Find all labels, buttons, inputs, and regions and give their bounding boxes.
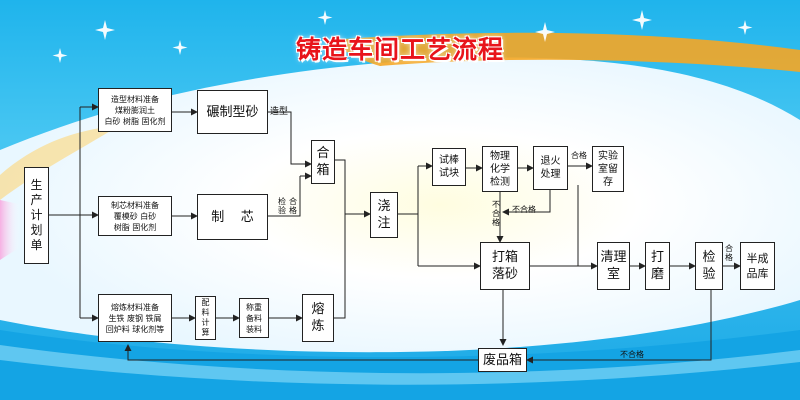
connector-scrap-recycle [124,344,478,361]
annealing-box: 退火 处理 [533,146,568,190]
pass-label-annealing: 合格 [571,151,587,160]
weighing-box: 称重 备料 装料 [239,298,269,338]
scrap-bin-box: 废品箱 [478,348,527,372]
test-bar-box: 试棒 试块 [432,148,466,186]
molding-materials-label: 造型材料准备 煤粉膨润土 白砂 树脂 固化剂 [104,94,166,126]
phys-chem-test-label: 物理 化学 检测 [490,150,510,188]
phys-chem-test-box: 物理 化学 检测 [482,146,518,192]
cleaning-room-label: 清理 室 [600,250,627,282]
unqualified-label-bottom: 不合格 [620,350,644,359]
scrap-bin-label: 废品箱 [482,352,522,368]
batching-box: 配 料 计 算 [195,296,216,340]
grinding-box: 打 磨 [645,242,670,290]
pass-label-core: 合 格 [289,197,297,215]
core-making-label: 制 芯 [211,209,254,225]
mold-closing-box: 合 箱 [311,140,335,184]
semi-finished-store-box: 半成 品库 [740,242,775,290]
mold-making-box: 碾制型砂 [197,90,268,134]
connector-annealing-reject [502,190,551,216]
core-materials-box: 制芯材料准备 覆模砂 白砂 树脂 固化剂 [98,196,172,236]
weighing-label: 称重 备料 装料 [246,302,262,334]
pouring-box: 浇 注 [370,192,398,238]
lab-retention-label: 实验 室留 存 [598,150,618,188]
melting-materials-box: 熔炼材料准备 生铁 废钢 铁屑 回炉料 球化剂等 [98,294,172,342]
unqualified-label-annealing: 不合格 [512,205,536,214]
cleaning-room-box: 清理 室 [597,242,630,290]
batching-label: 配 料 计 算 [201,298,210,337]
inspection-box: 检 验 [695,242,723,290]
connector-mold-to-closing [268,111,312,168]
inspection-label: 检 验 [702,250,716,282]
diagram-title: 铸造车间工艺流程 [295,35,504,64]
semi-finished-store-label: 半成 品库 [746,252,769,280]
production-plan-box: 生 产 计 划 单 [24,167,49,264]
lab-retention-box: 实验 室留 存 [592,146,624,192]
connector-inspection-reject [526,290,712,364]
production-plan-label: 生 产 计 划 单 [30,178,43,252]
pouring-label: 浇 注 [377,199,391,231]
shakeout-box: 打箱 落砂 [480,242,530,290]
annealing-label: 退火 处理 [540,156,561,180]
connector-melting-to-pouring [334,214,346,319]
unqualified-label-physchem: 不 合 格 [492,200,500,227]
melting-label: 熔 炼 [311,302,325,334]
inspect-pass-label: 检 验 [278,197,286,215]
molding-materials-box: 造型材料准备 煤粉膨润土 白砂 树脂 固化剂 [98,88,172,132]
shakeout-label: 打箱 落砂 [491,250,518,282]
pass-label-inspection: 合 格 [725,244,733,262]
sand-type-label: 造型 [270,107,289,117]
melting-box: 熔 炼 [302,294,334,342]
mold-making-label: 碾制型砂 [206,104,259,120]
core-materials-label: 制芯材料准备 覆模砂 白砂 树脂 固化剂 [111,200,159,232]
connector-core-rise [268,176,301,217]
melting-materials-label: 熔炼材料准备 生铁 废钢 铁屑 回炉料 球化剂等 [105,302,165,334]
test-bar-label: 试棒 试块 [439,155,459,179]
mold-closing-label: 合 箱 [316,146,330,178]
grinding-label: 打 磨 [650,250,664,282]
core-making-box: 制 芯 [197,194,268,240]
connector-closing-to-pouring [335,159,371,218]
